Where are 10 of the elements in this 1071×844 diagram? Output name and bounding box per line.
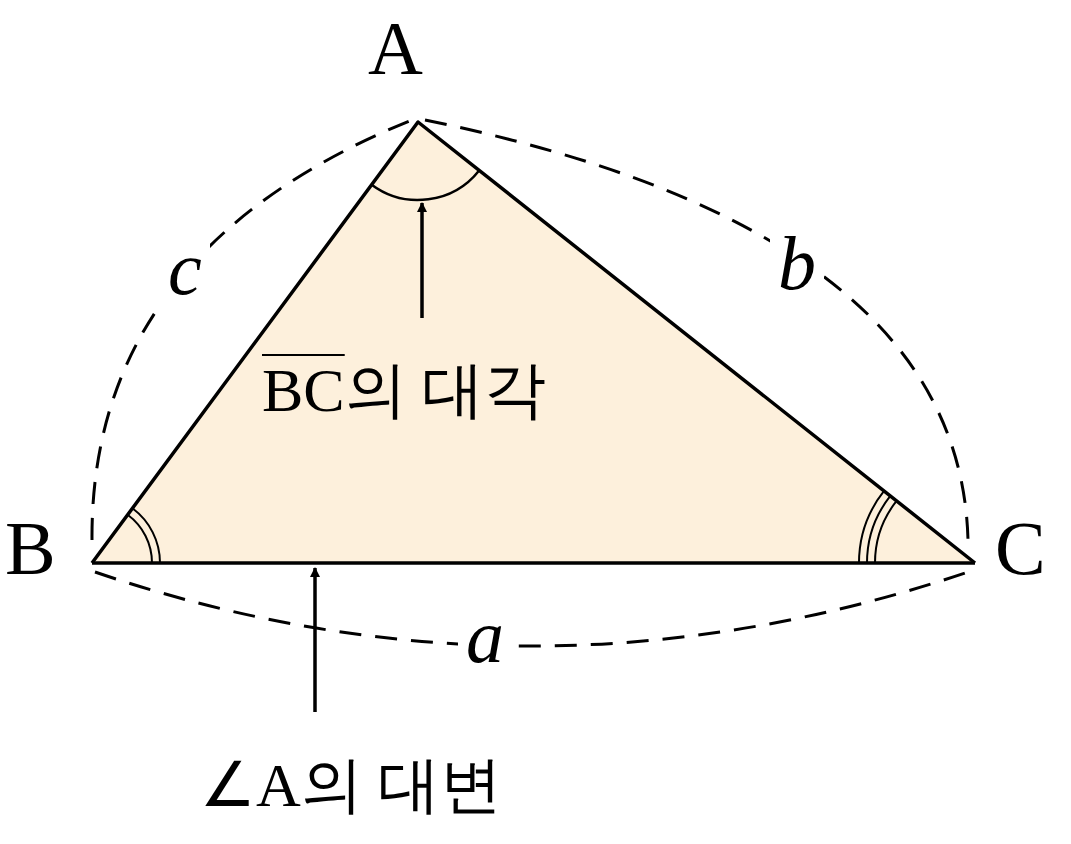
- angle-caption: ∠A의 대변: [200, 754, 503, 816]
- angle-caption: 의 대각: [344, 359, 547, 421]
- arrow: [417, 202, 427, 318]
- vertex-label: B: [5, 510, 56, 586]
- arrow: [310, 567, 320, 712]
- vertex-label: C: [995, 510, 1046, 586]
- angle-caption: BC: [262, 359, 345, 421]
- vertex-label: A: [368, 10, 423, 86]
- triangle-side: [92, 561, 975, 565]
- angle-arc: [370, 169, 481, 202]
